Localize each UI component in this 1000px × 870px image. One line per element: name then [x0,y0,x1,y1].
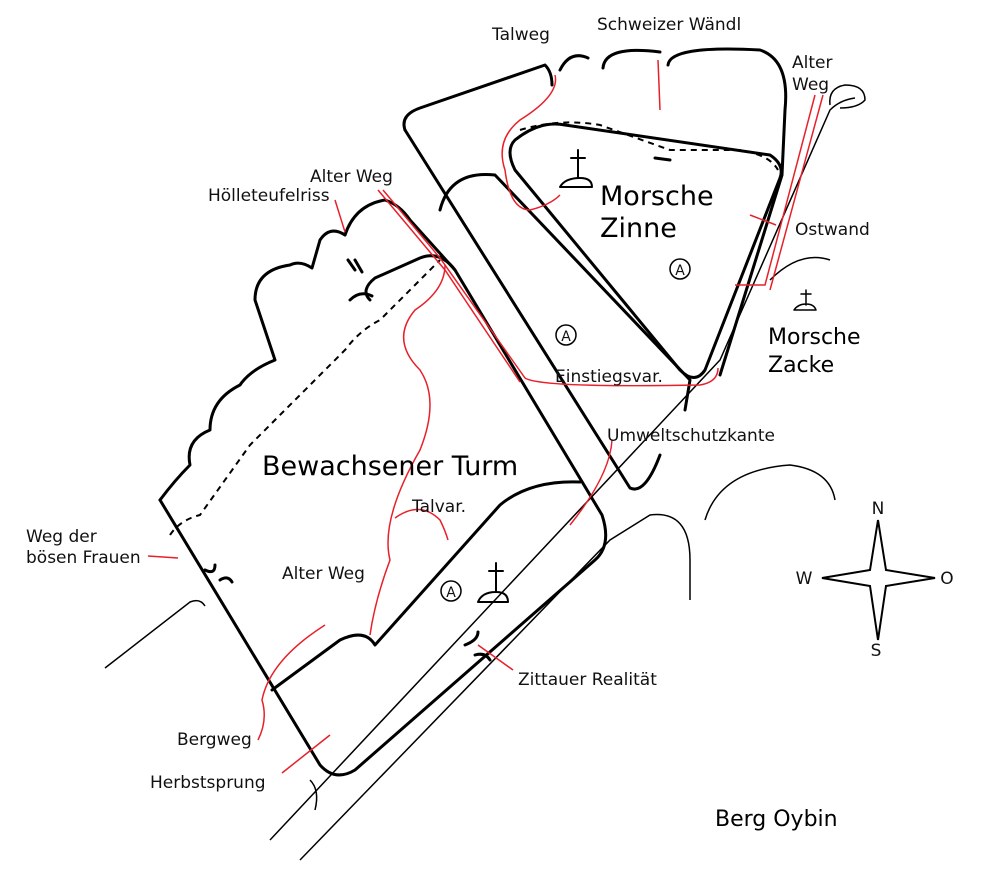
bewachsener-turm-outline [158,198,608,777]
compass-rose-icon: N S W O [796,499,954,661]
abseil-symbol: A [555,324,577,346]
morsche-zinne-outline [402,47,788,491]
route-label: Einstiegsvar. [555,367,663,387]
route-label: Bergweg [177,730,252,750]
summit-cross-icon [793,289,817,311]
route-label: Hölleteufelriss [208,186,330,206]
summit-cross-icon [559,149,593,188]
route-label: Weg der [26,527,97,547]
tower-name-morsche-zacke: Morsche [768,325,861,350]
route-label: Umweltschutzkante [607,426,775,446]
route-label: Talvar. [411,497,466,517]
compass-s: S [871,641,882,661]
compass-o: O [940,569,953,589]
compass-n: N [872,499,885,519]
abseil-symbol: A [669,258,691,280]
terrain-lines [104,84,866,861]
route-label: bösen Frauen [26,548,141,568]
svg-text:A: A [561,329,571,345]
tower-name-morsche-zinne: Zinne [600,213,677,244]
route-label: Ostwand [795,220,870,240]
tower-name-morsche-zinne: Morsche [600,181,714,212]
abseil-symbol: A [440,580,462,602]
tower-name-morsche-zacke: Zacke [768,353,834,378]
route-label: Schweizer Wändl [597,15,741,35]
svg-text:A: A [446,585,456,601]
summit-cross-icon [477,562,509,603]
tower-name-bewachsener-turm: Bewachsener Turm [262,451,518,482]
route-label: Herbstsprung [150,773,266,793]
route-label: Zittauer Realität [518,670,657,690]
route-label: Alter Weg [282,564,365,584]
route-label: Alter [792,53,832,73]
compass-w: W [796,569,813,589]
route-label: Alter Weg [310,167,393,187]
route-lines [147,59,824,774]
route-label: Weg [792,75,829,95]
svg-text:A: A [675,263,685,279]
page-title: Berg Oybin [715,807,838,832]
route-label: Talweg [491,25,550,45]
